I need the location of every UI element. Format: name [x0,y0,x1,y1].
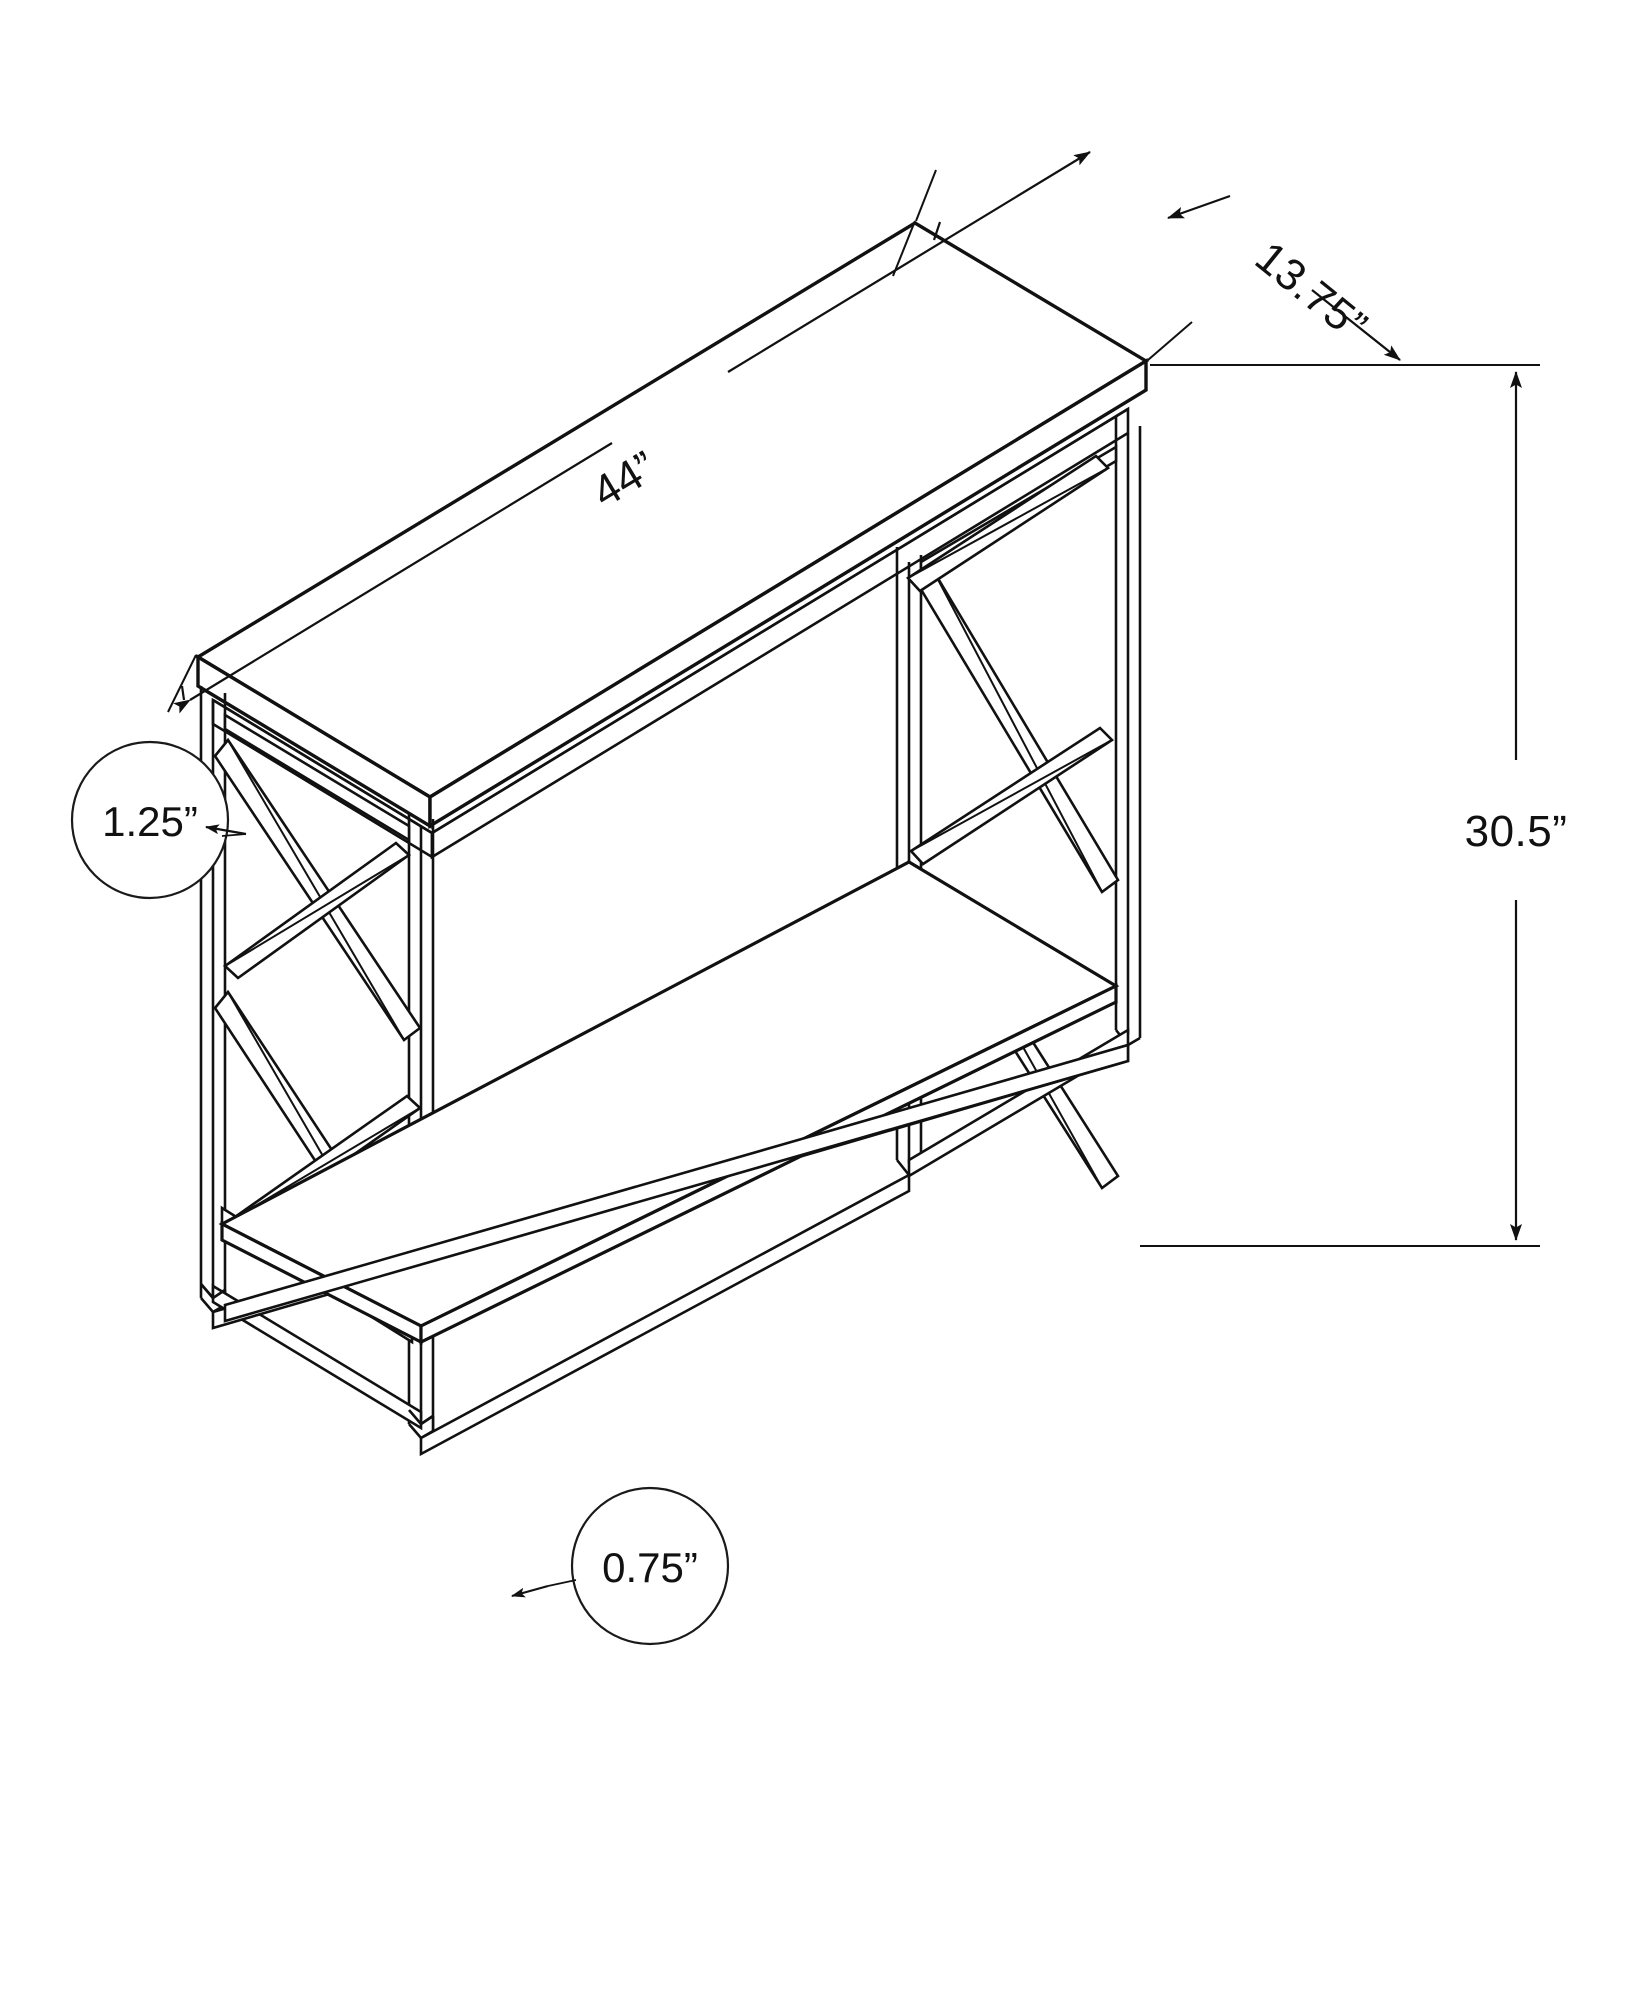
front-right-leg [1114,417,1142,1047]
callout-circle-frame-width [570,1486,730,1646]
callout-label-frame-width: 0.75” [602,1544,698,1591]
dimension-height: 30.5” [1140,364,1568,1247]
table-geometry [194,221,1150,1457]
callout-top-thickness: 1.25” [70,740,247,900]
left-end-brace-b [222,841,412,980]
callout-circle-top-thickness [70,740,230,900]
dimension-height-label: 30.5” [1465,807,1568,856]
left-end-brace-a [213,737,422,1042]
callout-frame-width: 0.75” [511,1486,730,1646]
tabletop-panel [194,221,1150,830]
right-end-brace-d [909,726,1115,866]
front-bottom-rail [223,1043,1130,1323]
right-end-brace-b [905,454,1111,593]
callout-label-top-thickness: 1.25” [102,798,198,845]
left-end-upper-rail [223,712,411,843]
table-feet [200,1283,434,1426]
dimension-depth-label: 13.75” [1246,232,1376,350]
